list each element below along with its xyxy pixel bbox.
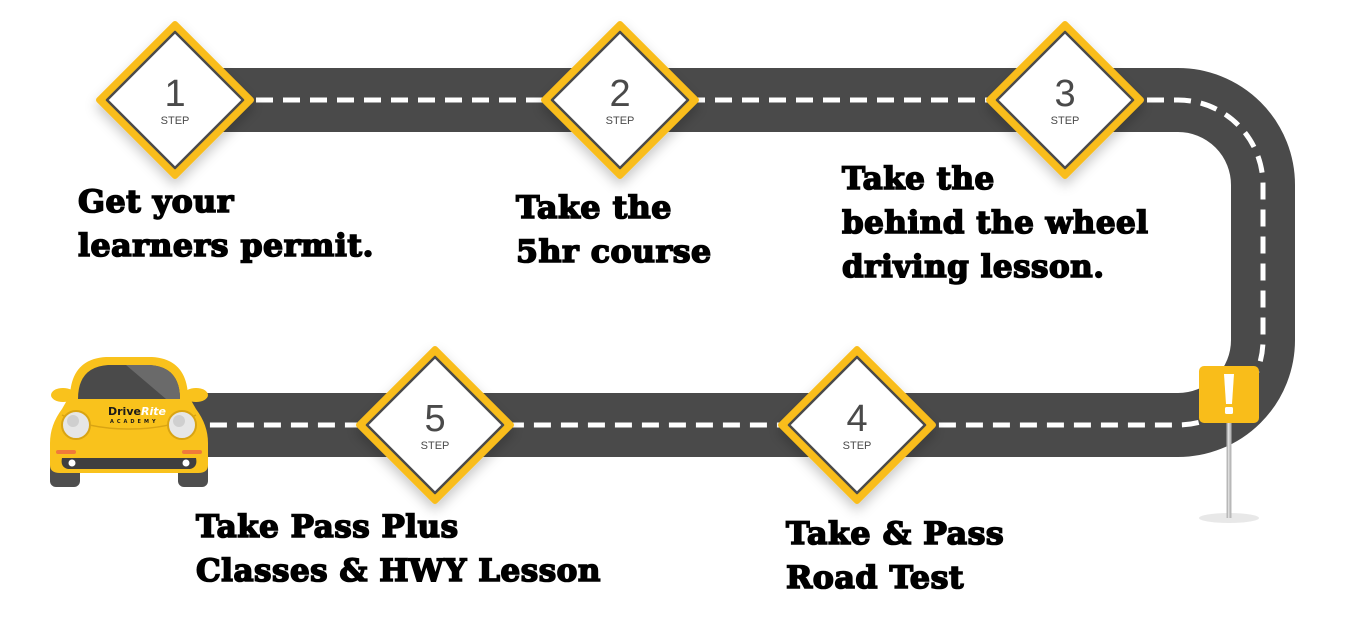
sign-face [550, 30, 690, 170]
step-label: STEP [161, 115, 190, 127]
step-label: STEP [1051, 115, 1080, 127]
step-number: 2 [609, 73, 630, 115]
step-number: 5 [424, 398, 445, 440]
step-number: 3 [1054, 73, 1075, 115]
headlight-left-inner [67, 415, 79, 427]
caption-line: behind the wheel [841, 204, 1149, 242]
caption-line: learners permit. [77, 227, 374, 265]
caption-line: Take the [515, 189, 672, 227]
caption-line: Road Test [785, 559, 965, 597]
pole-highlight [1228, 420, 1230, 518]
headlight-right-inner [173, 415, 185, 427]
turn-signal-left [56, 450, 76, 454]
caption-line: driving lesson. [841, 248, 1105, 286]
caption-line: Take & Pass [785, 515, 1005, 553]
exclamation-icon [1224, 374, 1234, 414]
step-number: 4 [846, 398, 867, 440]
sign-face [105, 30, 245, 170]
caption-line: Take Pass Plus [195, 508, 459, 546]
windshield-glare [126, 365, 180, 399]
logo-accent: Rite [141, 405, 166, 418]
sign-face [365, 355, 505, 495]
step-1-caption: Get your learners permit. [77, 180, 374, 268]
step-3-caption: Take the behind the wheel driving lesson… [841, 157, 1149, 289]
sign-face [995, 30, 1135, 170]
warning-sign [1199, 366, 1259, 523]
fog-light-left [68, 459, 76, 467]
fog-light-right [182, 459, 190, 467]
car-icon: Drive Rite ACADEMY [50, 357, 208, 487]
caption-line: 5hr course [515, 233, 712, 271]
caption-line: Take the [841, 160, 995, 198]
car-logo: Drive Rite ACADEMY [108, 405, 166, 425]
step-label: STEP [606, 115, 635, 127]
step-2-caption: Take the 5hr course [515, 186, 712, 274]
step-4-caption: Take & Pass Road Test [785, 512, 1005, 600]
logo-primary: Drive [108, 405, 141, 418]
caption-line: Get your [77, 183, 234, 221]
step-5-caption: Take Pass Plus Classes & HWY Lesson [195, 505, 601, 593]
turn-signal-right [182, 450, 202, 454]
car-grille [61, 458, 197, 469]
caption-line: Classes & HWY Lesson [195, 552, 601, 590]
logo-sub: ACADEMY [110, 419, 159, 425]
step-label: STEP [843, 440, 872, 452]
step-number: 1 [164, 73, 185, 115]
sign-face [787, 355, 927, 495]
step-label: STEP [421, 440, 450, 452]
